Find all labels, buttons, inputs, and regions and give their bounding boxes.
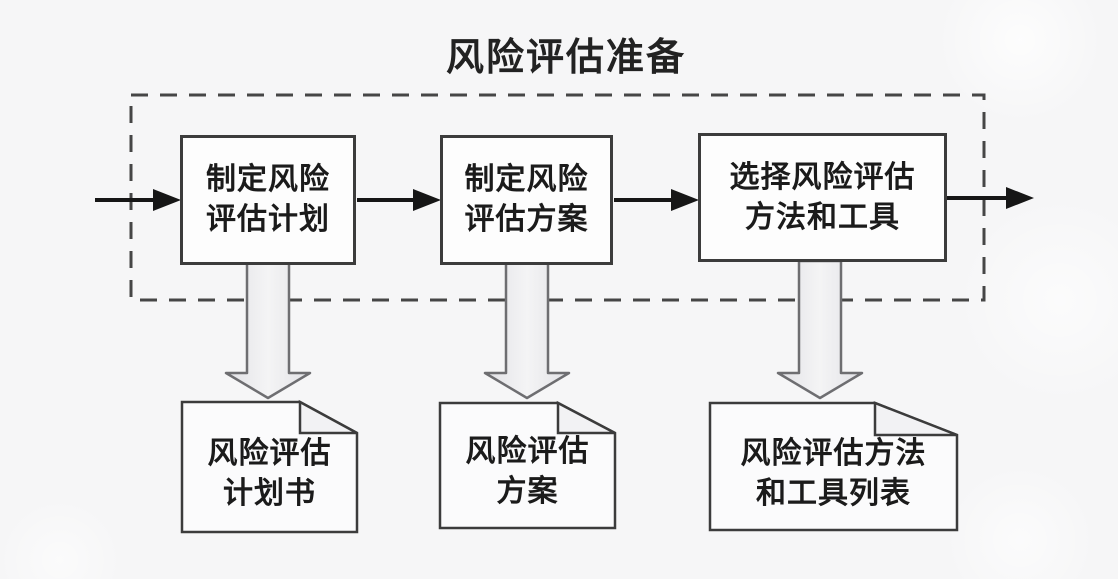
document-shape-3 [708,401,959,532]
entry-arrow [95,189,181,211]
folded-corner-icon [873,401,958,437]
process-box-label: 制定风险 评估计划 [206,163,330,236]
dashed-stage-border [129,93,986,302]
process-box-select-methods-tools: 选择风险评估 方法和工具 [698,133,947,262]
document-label-methods-tools-list: 风险评估方法 和工具列表 [740,437,927,510]
folded-corner-icon [298,399,358,435]
folded-corner-icon [556,400,616,435]
document-label-assessment-plan-book: 风险评估 计划书 [207,437,332,510]
arrow-box1-box2 [357,189,441,211]
document-shape-1 [180,399,359,534]
process-box-make-assessment-scheme: 制定风险 评估方案 [440,135,613,265]
stage-title: 风险评估准备 [445,37,686,79]
process-box-label: 选择风险评估 方法和工具 [729,160,916,234]
process-box-make-assessment-plan: 制定风险 评估计划 [180,135,356,265]
document-shape-2 [438,400,617,530]
big-down-arrow-1 [224,259,312,400]
arrow-box2-box3 [614,189,699,211]
big-down-arrow-3 [776,259,864,400]
document-label-assessment-scheme: 风险评估 方案 [465,435,590,508]
process-box-label: 制定风险 评估方案 [464,163,589,236]
big-down-arrow-2 [483,259,571,400]
exit-arrow [947,187,1034,209]
